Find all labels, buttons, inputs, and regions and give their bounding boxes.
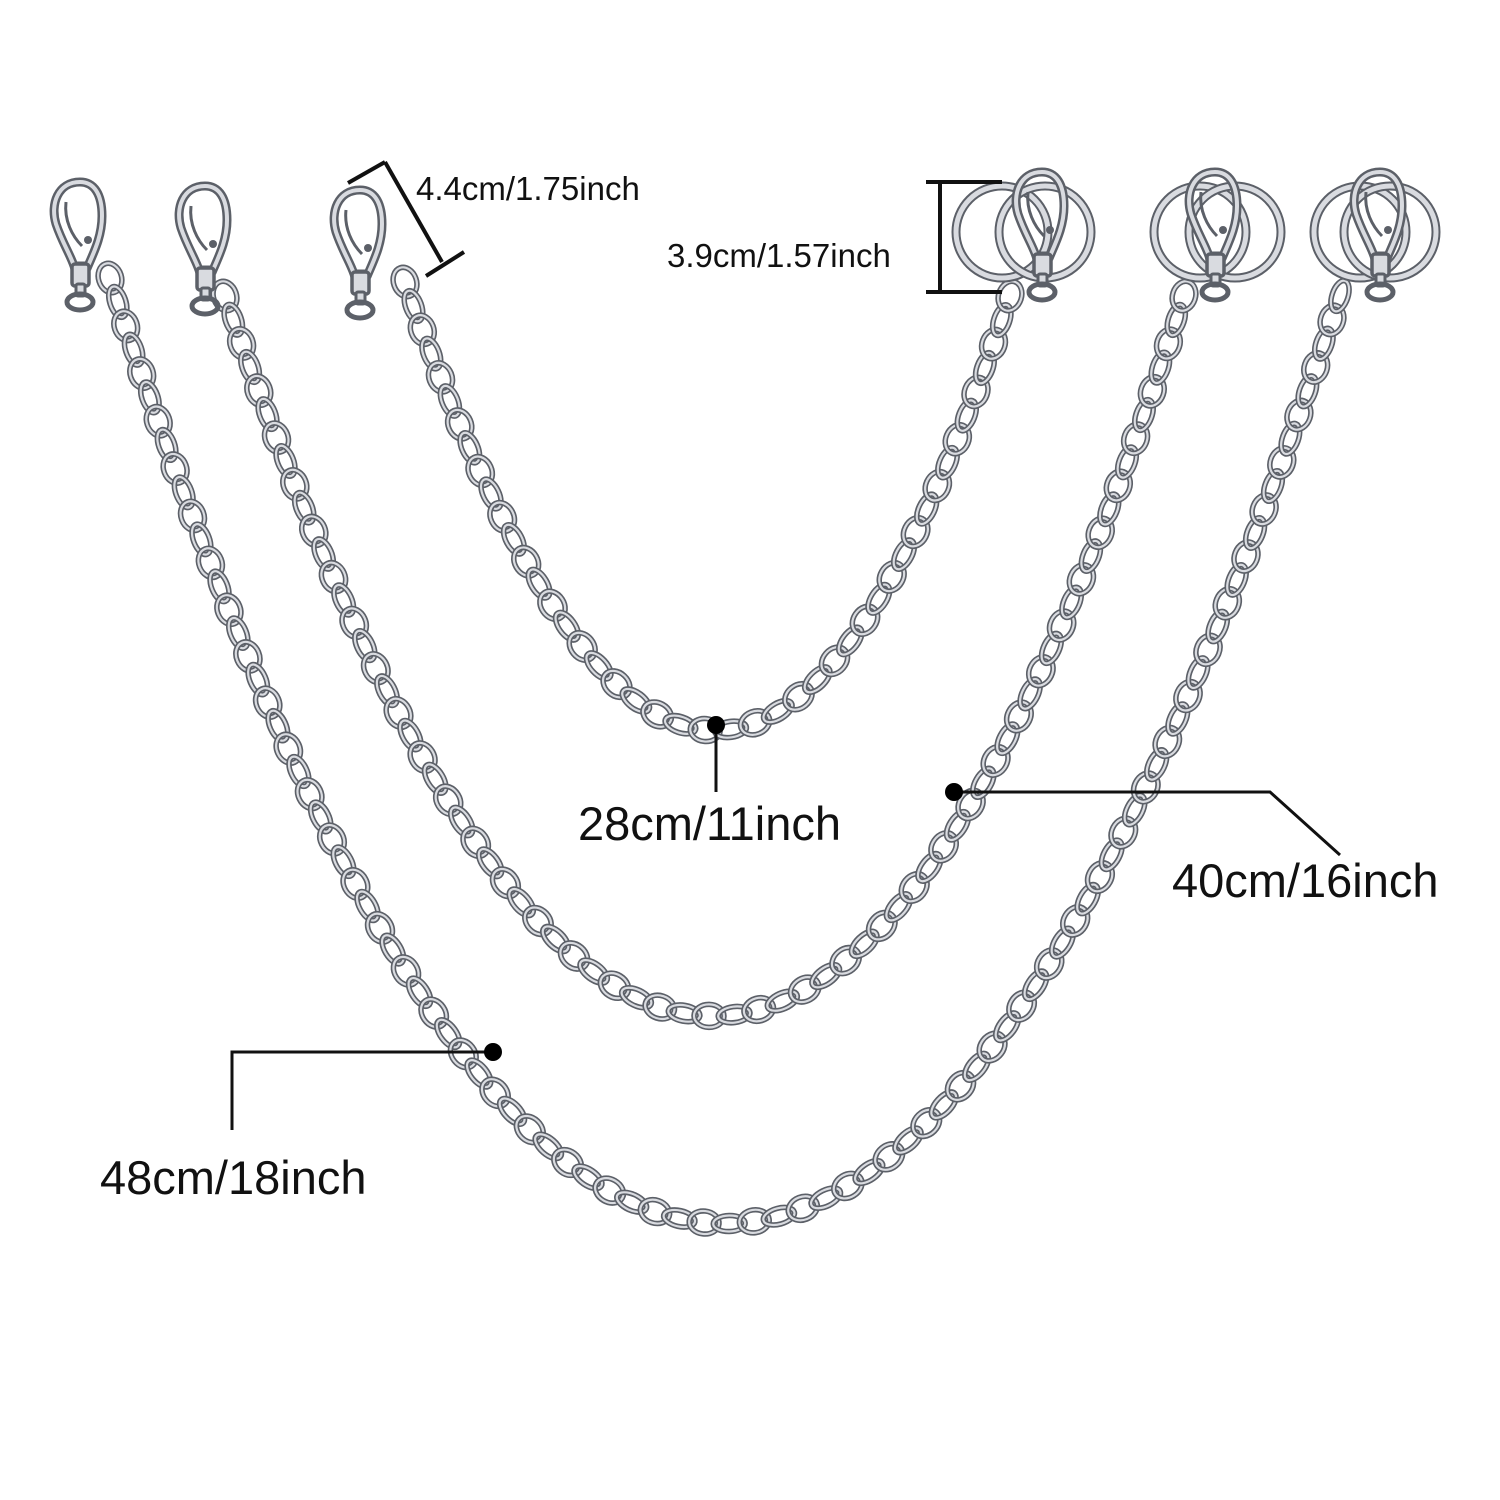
long-chain	[95, 260, 1352, 1237]
lobster-clasp-icon	[329, 185, 387, 321]
lobster-clasp-icon	[49, 177, 107, 313]
annotation-layer	[230, 160, 1342, 1130]
medium-chain	[210, 278, 1199, 1031]
chains-layer	[95, 260, 1352, 1237]
clasp-length-bracket	[347, 160, 466, 278]
lobster-clasp-icon	[174, 181, 232, 317]
lobster-clasp-icon	[1349, 167, 1407, 303]
short-chain-length-label: 28cm/11inch	[578, 797, 841, 850]
short-chain	[390, 264, 1025, 745]
long-chain-leader	[230, 1043, 502, 1130]
medium-chain-length-label: 40cm/16inch	[1172, 854, 1439, 907]
clasp-length-label: 4.4cm/1.75inch	[416, 170, 640, 207]
medium-chain-leader	[945, 783, 1342, 857]
ring-diameter-bracket	[926, 180, 1002, 294]
hardware-layer	[49, 167, 1441, 321]
lobster-clasp-icon	[1011, 167, 1069, 303]
lobster-clasp-icon	[1184, 167, 1242, 303]
long-chain-length-label: 48cm/18inch	[100, 1151, 367, 1204]
short-chain-leader	[707, 716, 725, 792]
ring-diameter-label: 3.9cm/1.57inch	[667, 237, 891, 274]
